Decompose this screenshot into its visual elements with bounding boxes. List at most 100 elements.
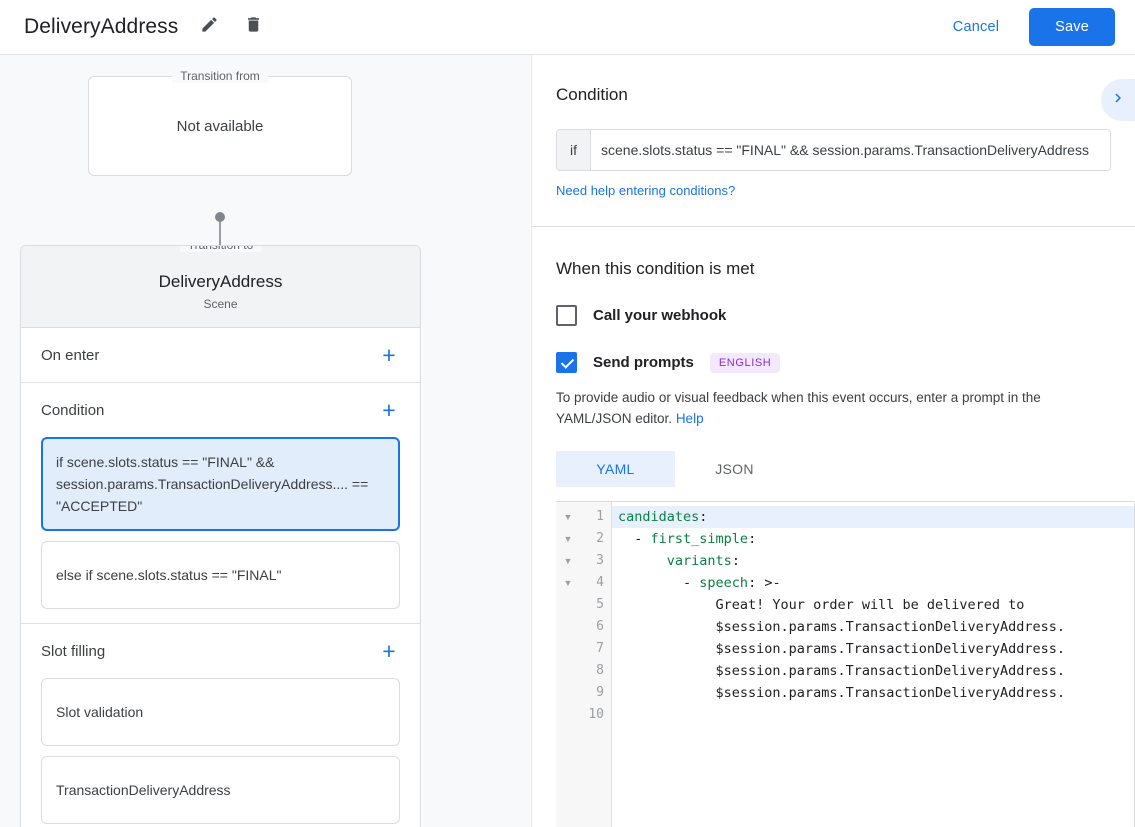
line-number: 7	[596, 641, 604, 656]
editor-fold-gutter: ▼ ▼ ▼ ▼	[556, 502, 580, 827]
fold-toggle-icon[interactable]: ▼	[563, 512, 573, 522]
call-webhook-checkbox[interactable]	[556, 305, 577, 326]
cancel-button[interactable]: Cancel	[941, 11, 1011, 43]
page-title: DeliveryAddress	[24, 15, 179, 38]
expand-panel-button[interactable]	[1101, 79, 1135, 121]
line-number: 8	[596, 663, 604, 678]
editor-code-area[interactable]: candidates: - first_simple: variants: - …	[612, 502, 1134, 827]
code-key: variants	[666, 553, 732, 569]
condition-help-link[interactable]: Need help entering conditions?	[556, 183, 736, 198]
code-line: $session.params.TransactionDeliveryAddre…	[612, 660, 1134, 682]
condition-if-label: if	[557, 130, 591, 170]
code-key: first_simple	[650, 531, 749, 547]
code-editor[interactable]: ▼ ▼ ▼ ▼ 1 2 3 4 5 6 7 8 9 10 candidates:…	[556, 501, 1135, 827]
code-rest: $session.params.TransactionDeliveryAddre…	[618, 619, 1066, 635]
add-condition-button[interactable]: +	[382, 396, 396, 423]
section-header-on-enter: On enter +	[21, 328, 420, 382]
when-condition-met-block: When this condition is met Call your web…	[532, 227, 1135, 487]
section-divider	[532, 226, 1135, 227]
code-line: Great! Your order will be delivered to	[612, 594, 1134, 616]
code-indent	[618, 553, 667, 569]
line-number: 3	[596, 553, 604, 568]
code-key: candidates	[618, 509, 700, 525]
code-rest: $session.params.TransactionDeliveryAddre…	[618, 663, 1066, 679]
transition-from-card: Transition from Not available	[88, 69, 352, 176]
section-slot-filling: Slot filling + Slot validation Transacti…	[21, 624, 420, 827]
line-number: 5	[596, 597, 604, 612]
send-prompts-label: Send prompts	[593, 354, 694, 371]
edit-button[interactable]	[192, 10, 226, 44]
condition-input[interactable]: scene.slots.status == "FINAL" && session…	[591, 130, 1110, 170]
code-rest: :	[731, 553, 740, 569]
line-number: 4	[596, 575, 604, 590]
tab-json[interactable]: JSON	[715, 461, 754, 477]
transition-to-subtitle: Scene	[203, 297, 238, 311]
section-header-condition: Condition +	[21, 383, 420, 437]
send-prompts-checkbox[interactable]	[556, 352, 577, 373]
top-bar-actions: Cancel Save	[941, 8, 1115, 46]
save-button[interactable]: Save	[1029, 8, 1115, 46]
code-key: speech	[699, 575, 749, 591]
prompts-helper-sentence: To provide audio or visual feedback when…	[556, 390, 1041, 426]
code-line: - speech: >-	[612, 572, 1134, 594]
prompts-helper-text: To provide audio or visual feedback when…	[556, 387, 1111, 429]
send-prompts-row: Send prompts ENGLISH	[556, 352, 1111, 373]
condition-block: Condition if scene.slots.status == "FINA…	[532, 55, 1135, 200]
editor-tabs: YAML JSON	[556, 451, 1111, 487]
call-webhook-label: Call your webhook	[593, 307, 727, 324]
delete-button[interactable]	[236, 10, 270, 44]
code-line: $session.params.TransactionDeliveryAddre…	[612, 638, 1134, 660]
code-rest: :	[748, 531, 757, 547]
section-title-on-enter: On enter	[41, 346, 100, 364]
line-number: 6	[596, 619, 604, 634]
list-item[interactable]: TransactionDeliveryAddress	[41, 756, 400, 824]
transition-to-header: DeliveryAddress Scene	[21, 246, 420, 328]
section-title-slot-filling: Slot filling	[41, 642, 106, 660]
line-number: 10	[588, 707, 604, 722]
section-condition: Condition + if scene.slots.status == "FI…	[21, 383, 420, 624]
language-badge: ENGLISH	[709, 352, 781, 373]
fold-toggle-icon[interactable]: ▼	[563, 556, 573, 566]
top-bar: DeliveryAddress Cancel Save	[0, 0, 1135, 55]
pencil-icon	[200, 15, 219, 39]
code-line: $session.params.TransactionDeliveryAddre…	[612, 616, 1134, 638]
webhook-row: Call your webhook	[556, 305, 1111, 326]
transition-to-card: Transition to DeliveryAddress Scene On e…	[20, 245, 421, 827]
line-number: 1	[596, 509, 604, 524]
fold-toggle-icon[interactable]: ▼	[563, 578, 573, 588]
list-item[interactable]: Slot validation	[41, 678, 400, 746]
right-panel: Condition if scene.slots.status == "FINA…	[531, 55, 1135, 827]
code-rest: :	[699, 509, 708, 525]
editor-line-numbers: 1 2 3 4 5 6 7 8 9 10	[580, 502, 612, 827]
section-body-slot-filling: Slot validation TransactionDeliveryAddre…	[21, 678, 420, 827]
transition-from-value: Not available	[176, 117, 264, 135]
section-title-condition: Condition	[41, 401, 105, 419]
code-indent: -	[618, 575, 700, 591]
code-indent: -	[618, 531, 651, 547]
code-rest: : >-	[748, 575, 781, 591]
add-slot-filling-button[interactable]: +	[382, 637, 396, 664]
condition-title: Condition	[556, 85, 628, 104]
code-line: $session.params.TransactionDeliveryAddre…	[612, 682, 1134, 704]
add-on-enter-button[interactable]: +	[382, 341, 396, 368]
fold-toggle-icon[interactable]: ▼	[563, 534, 573, 544]
section-body-condition: if scene.slots.status == "FINAL" && sess…	[21, 437, 420, 623]
when-condition-met-title: When this condition is met	[556, 259, 755, 278]
tab-yaml[interactable]: YAML	[556, 451, 675, 487]
code-line: variants:	[612, 550, 1134, 572]
list-item[interactable]: else if scene.slots.status == "FINAL"	[41, 541, 400, 609]
code-rest: $session.params.TransactionDeliveryAddre…	[618, 685, 1066, 701]
transition-from-legend: Transition from	[172, 69, 268, 83]
chevron-right-icon	[1109, 89, 1127, 112]
transition-to-name: DeliveryAddress	[158, 272, 283, 291]
left-panel: Transition from Not available Transition…	[0, 55, 530, 827]
list-item[interactable]: if scene.slots.status == "FINAL" && sess…	[41, 437, 400, 531]
prompts-help-link[interactable]: Help	[675, 411, 704, 426]
code-rest: $session.params.TransactionDeliveryAddre…	[618, 641, 1066, 657]
line-number: 9	[596, 685, 604, 700]
code-line	[612, 704, 1134, 726]
section-header-slot-filling: Slot filling +	[21, 624, 420, 678]
code-rest: Great! Your order will be delivered to	[618, 597, 1025, 613]
trash-icon	[244, 15, 263, 39]
title-actions	[192, 10, 270, 44]
